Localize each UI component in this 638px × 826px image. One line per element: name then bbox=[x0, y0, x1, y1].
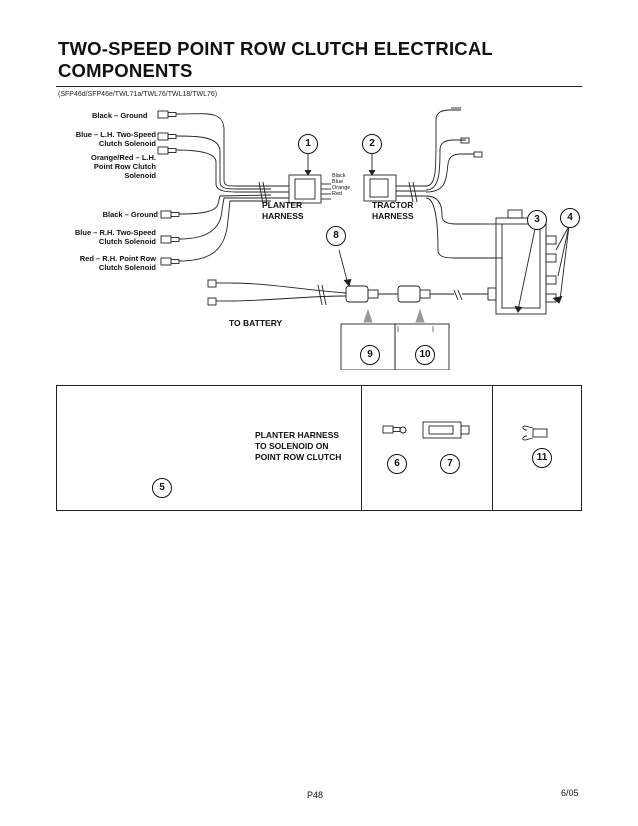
callout-7: 7 bbox=[440, 454, 460, 474]
battery-harness bbox=[207, 249, 488, 370]
to-battery-label: TO BATTERY bbox=[229, 318, 283, 328]
callout-2: 2 bbox=[362, 134, 382, 154]
connector-color-list: Black Blue Orange Red bbox=[332, 173, 351, 197]
model-list: (SFP46d/SFP46e/TWL71a/TWL76/TWL18/TWL76) bbox=[58, 91, 218, 98]
part-6-terminal bbox=[382, 425, 407, 434]
parts-divider-1 bbox=[361, 386, 362, 510]
wiring-diagram: Black – Ground Blue – L.H. Two-Speed Clu… bbox=[56, 100, 582, 370]
callout-3: 3 bbox=[527, 210, 547, 230]
page-number: P48 bbox=[307, 790, 324, 800]
planter-connector bbox=[271, 152, 331, 204]
left-terminals bbox=[157, 110, 180, 266]
title-rule bbox=[56, 86, 582, 87]
wiring-diagram-drawing bbox=[157, 107, 570, 370]
callout-9: 9 bbox=[360, 345, 380, 365]
callout-1: 1 bbox=[298, 134, 318, 154]
callout-5: 5 bbox=[152, 478, 172, 498]
page-title: TWO-SPEED POINT ROW CLUTCH ELECTRICAL CO… bbox=[58, 38, 493, 81]
tractor-harness-label: TRACTOR HARNESS bbox=[372, 200, 414, 221]
parts-divider-2 bbox=[492, 386, 493, 510]
callout-11: 11 bbox=[532, 448, 552, 468]
planter-harness-label: PLANTER HARNESS bbox=[262, 200, 304, 221]
wire-label-blue-lh: Blue – L.H. Two-Speed Clutch Solenoid bbox=[75, 130, 156, 148]
tractor-connector bbox=[363, 152, 426, 202]
left-harness-wires bbox=[175, 113, 272, 262]
wire-label-blue-rh: Blue – R.H. Two-Speed Clutch Solenoid bbox=[74, 228, 156, 246]
tractor-harness-wires bbox=[408, 107, 496, 259]
parts-caption: PLANTER HARNESS TO SOLENOID ON POINT ROW… bbox=[255, 430, 342, 462]
callout-10: 10 bbox=[415, 345, 435, 365]
callout-6: 6 bbox=[387, 454, 407, 474]
callout-8: 8 bbox=[326, 226, 346, 246]
wire-label-black-ground-1: Black – Ground bbox=[92, 111, 148, 120]
part-11-spade bbox=[522, 425, 548, 441]
parts-drawing bbox=[382, 421, 548, 441]
part-7-housing bbox=[422, 421, 470, 439]
parts-box: PLANTER HARNESS TO SOLENOID ON POINT ROW… bbox=[56, 385, 582, 511]
revision-date: 6/05 bbox=[561, 788, 579, 798]
callout-4: 4 bbox=[560, 208, 580, 228]
wire-label-red-rh: Red – R.H. Point Row Clutch Solenoid bbox=[79, 254, 156, 272]
wire-label-black-ground-2: Black – Ground bbox=[102, 210, 158, 219]
wire-label-orange-red-lh: Orange/Red – L.H. Point Row Clutch Solen… bbox=[90, 153, 156, 180]
control-box bbox=[486, 209, 570, 315]
